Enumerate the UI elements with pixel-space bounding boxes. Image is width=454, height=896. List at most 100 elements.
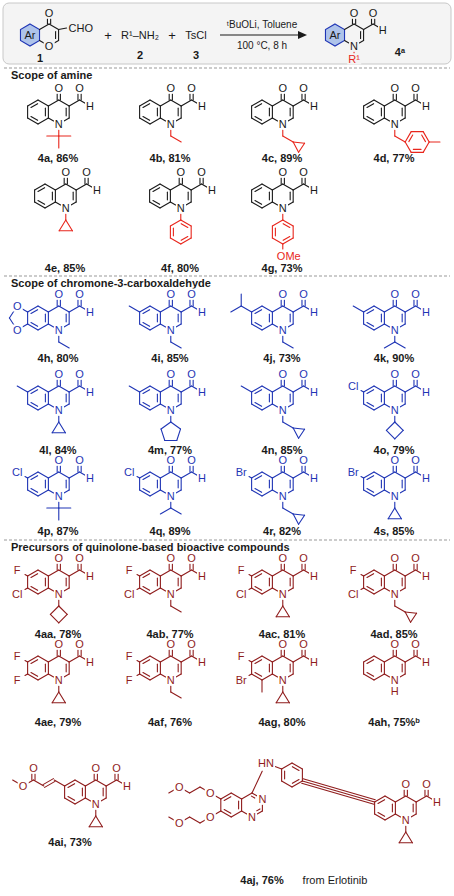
bond <box>251 478 252 490</box>
bond <box>292 763 302 769</box>
bond <box>140 674 150 680</box>
compound-caption: 4c, 89% <box>261 153 303 164</box>
bond <box>367 322 374 326</box>
bond <box>283 386 293 392</box>
bond <box>216 796 221 799</box>
bond <box>262 100 272 106</box>
bond <box>364 588 374 594</box>
bond <box>374 324 384 330</box>
bond <box>191 226 192 238</box>
bond <box>384 118 389 121</box>
atom-label: H <box>85 657 95 668</box>
bond <box>172 466 173 472</box>
bond <box>283 692 290 703</box>
atom-label: N <box>278 405 288 416</box>
bond <box>272 100 282 106</box>
bond <box>60 300 61 306</box>
bond <box>394 502 395 508</box>
section-divider <box>4 68 450 69</box>
bond <box>150 588 160 594</box>
bond <box>58 686 59 692</box>
bond <box>48 404 53 407</box>
bond <box>160 184 170 190</box>
bond <box>181 386 191 392</box>
bond <box>411 131 423 132</box>
atom-label: O <box>54 369 65 380</box>
bond <box>150 472 160 478</box>
bond <box>173 228 174 236</box>
bond <box>45 578 46 586</box>
bond <box>251 312 252 324</box>
bond <box>423 132 429 142</box>
bond <box>178 578 179 586</box>
bond <box>137 575 140 576</box>
bond <box>301 564 302 570</box>
bond <box>272 306 282 312</box>
atom-label: O <box>74 553 85 564</box>
bond <box>293 100 303 106</box>
bond <box>241 799 242 811</box>
bond <box>176 404 181 407</box>
atom-label: N <box>54 491 64 502</box>
bond <box>381 108 382 116</box>
bond <box>48 662 49 674</box>
atom-label: N <box>54 119 64 130</box>
atom-label: N <box>401 815 411 826</box>
bond <box>224 809 231 813</box>
bond <box>384 404 389 407</box>
bond <box>77 564 78 570</box>
bond <box>140 472 150 478</box>
atom-label: O <box>186 639 197 650</box>
bond <box>290 394 291 402</box>
bond <box>143 574 150 578</box>
bond <box>257 811 262 814</box>
bond <box>255 104 262 108</box>
bond <box>282 336 283 342</box>
bond <box>386 430 394 438</box>
bond <box>288 674 293 677</box>
compound-caption: 4q, 89% <box>149 526 192 537</box>
bond <box>178 480 179 488</box>
compound-caption: 4f, 80% <box>160 263 200 274</box>
bond <box>384 576 385 588</box>
bond <box>149 190 150 202</box>
bond <box>305 380 306 386</box>
bond <box>31 322 38 326</box>
bond <box>47 19 48 24</box>
bond <box>64 178 65 184</box>
bond <box>394 130 395 136</box>
bond <box>31 390 38 394</box>
bond <box>282 416 283 422</box>
reaction-arrow <box>220 34 300 35</box>
bond <box>252 306 262 312</box>
atom-label: H <box>85 101 95 112</box>
bond <box>381 314 382 322</box>
bond <box>69 662 70 674</box>
atom-label: HN <box>257 758 275 769</box>
bond <box>393 94 394 100</box>
bond <box>283 184 293 190</box>
bond <box>31 476 38 480</box>
atom-label: O <box>390 369 401 380</box>
bond <box>176 588 181 591</box>
bond <box>417 466 418 472</box>
bond <box>189 564 190 570</box>
bond <box>407 790 408 796</box>
atom-label: H <box>85 473 95 484</box>
bond <box>364 656 374 662</box>
bond <box>395 472 405 478</box>
bond <box>396 94 397 100</box>
bond <box>272 226 273 238</box>
bond <box>31 574 38 578</box>
aryl-ring-label: Ar <box>329 30 342 41</box>
atom-label: Cl <box>347 381 359 392</box>
atom-label: N <box>390 405 400 416</box>
bond <box>96 816 103 827</box>
bond <box>402 108 403 116</box>
bond <box>137 477 140 478</box>
bond <box>238 801 239 809</box>
bond <box>38 188 45 192</box>
atom-label: O <box>166 83 177 94</box>
bond <box>69 392 70 404</box>
